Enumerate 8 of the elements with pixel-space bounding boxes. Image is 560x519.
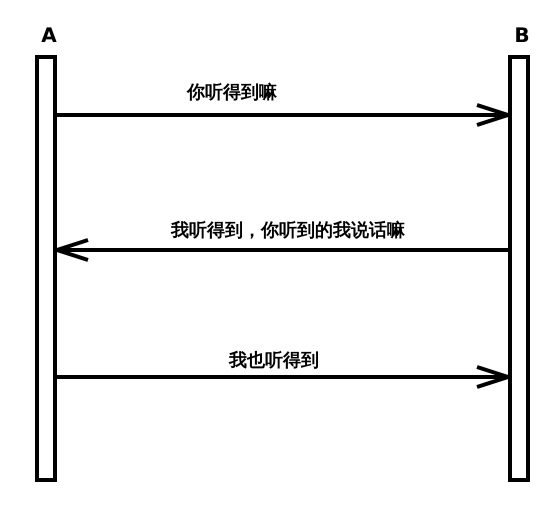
participant-label: A <box>40 23 58 47</box>
participant-label: B <box>513 23 531 47</box>
arrow <box>57 365 510 389</box>
message-label: 你听得到嘛 <box>185 82 279 104</box>
arrow <box>55 238 508 262</box>
message-label: 我也听得到 <box>227 350 321 372</box>
message-label: 我听得到，你听到的我说话嘛 <box>169 220 407 242</box>
arrow <box>57 103 510 127</box>
